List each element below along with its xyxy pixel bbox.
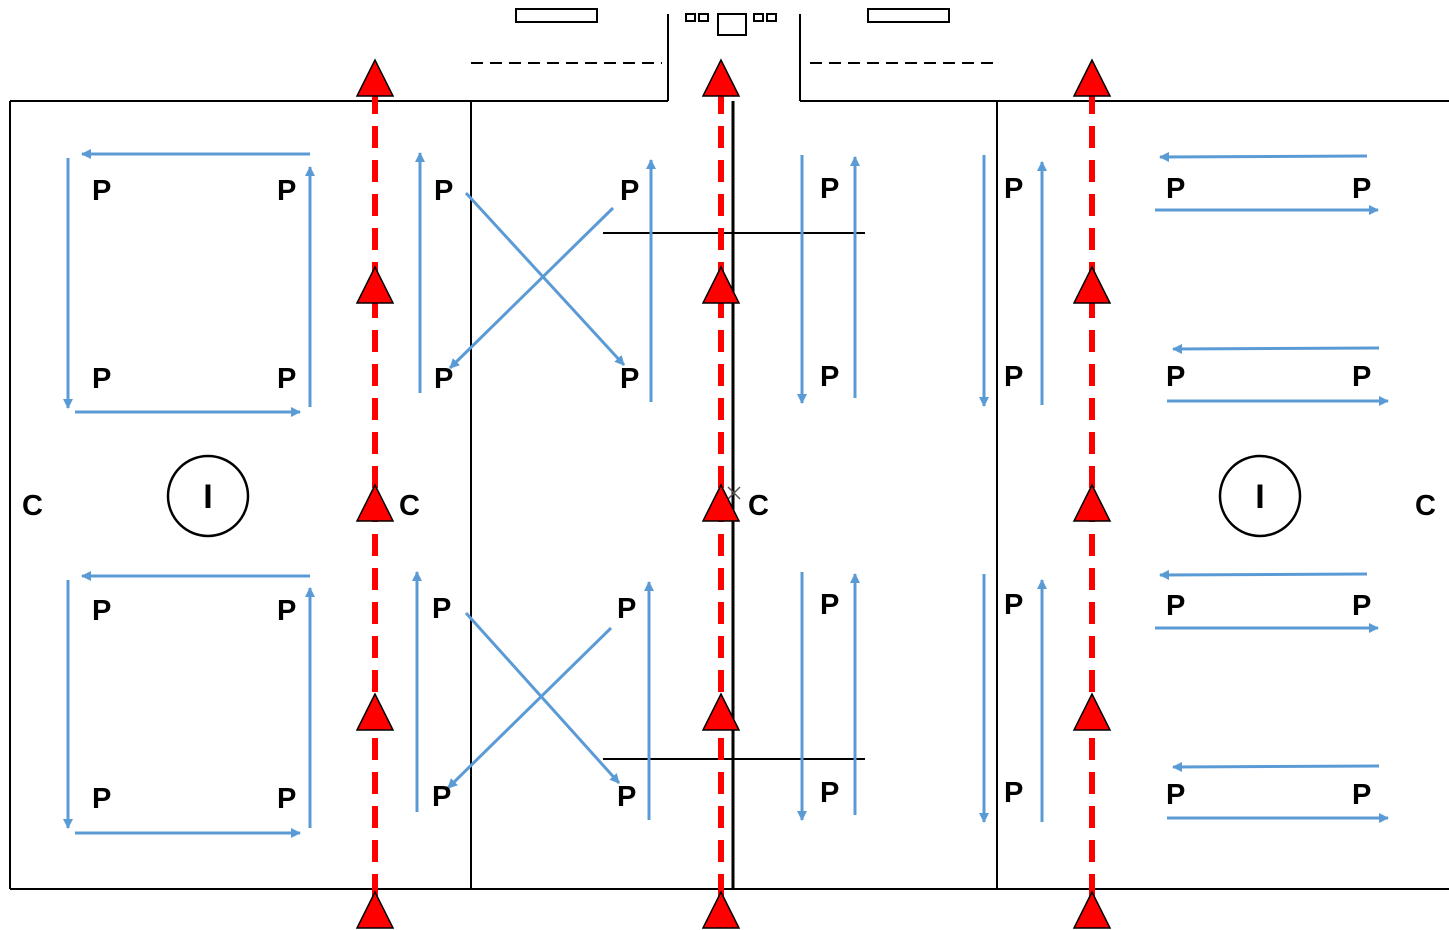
circled-I-icon [166,454,250,538]
cone-label: C [22,490,43,522]
cone-label: C [399,490,420,522]
movement-arrow [448,206,615,370]
player-label: P [92,175,111,207]
player-label: P [1166,361,1185,393]
player-label: P [277,363,296,395]
red-triangle-icon [355,58,395,97]
red-triangle-icon [701,265,741,304]
red-triangle-icon [1072,265,1112,304]
red-triangle-icon [355,692,395,731]
bench-left-icon [515,8,598,23]
player-label: P [617,781,636,813]
cone-label: C [1415,490,1436,522]
seat-icon [766,13,777,22]
player-label: P [1166,173,1185,205]
player-label: P [1352,173,1371,205]
player-label: P [617,593,636,625]
player-label: P [1352,779,1371,811]
player-label: P [1004,589,1023,621]
bench-right-icon [867,8,950,23]
player-labels: P P P P P P P P P P P P P P P P P P P P … [92,173,1371,815]
dribble-lines [372,96,1095,896]
player-label: P [92,783,111,815]
player-label: P [820,777,839,809]
cone-label: C [748,490,769,522]
scorer-table-icon [717,13,747,36]
red-triangle-icon [355,265,395,304]
player-label: P [1352,361,1371,393]
red-triangle-icon [701,483,741,522]
red-triangle-icon [355,890,395,929]
movement-arrows [63,149,1389,838]
player-label: P [277,595,296,627]
center-mark-icon [727,486,741,500]
instructor-label: I [203,478,212,516]
movement-arrow [464,191,626,367]
player-label: P [1004,173,1023,205]
movement-arrow [446,626,613,790]
player-label: P [620,175,639,207]
player-label: P [1166,779,1185,811]
movement-arrow [1159,151,1368,162]
player-label: P [92,363,111,395]
player-label: P [820,589,839,621]
player-label: P [620,363,639,395]
movement-arrow [464,611,621,785]
player-label: P [432,781,451,813]
circled-I-icon [1218,454,1302,538]
red-triangle-icon [1072,483,1112,522]
player-label: P [820,173,839,205]
cone-labels: C C C C [22,490,1436,522]
red-triangle-icon [1072,692,1112,731]
player-label: P [277,783,296,815]
player-label: P [92,595,111,627]
court [9,8,1449,890]
instructors: I I [166,454,1302,538]
red-triangle-icon [701,890,741,929]
red-triangle-icon [1072,890,1112,929]
seat-icon [685,13,696,22]
cones [355,58,1112,929]
red-triangle-icon [1072,58,1112,97]
red-triangle-icon [355,483,395,522]
movement-arrow [1172,761,1380,772]
player-label: P [1166,590,1185,622]
player-label: P [820,361,839,393]
player-label: P [432,593,451,625]
player-label: P [434,363,453,395]
player-label: P [434,175,453,207]
seat-icon [753,13,764,22]
player-label: P [1004,361,1023,393]
player-label: P [1004,777,1023,809]
movement-arrow [1159,569,1368,580]
instructor-label: I [1255,478,1264,516]
player-label: P [1352,590,1371,622]
red-triangle-icon [701,692,741,731]
movement-arrow [1172,343,1380,354]
player-label: P [277,175,296,207]
red-triangle-icon [701,58,741,97]
seat-icon [698,13,709,22]
